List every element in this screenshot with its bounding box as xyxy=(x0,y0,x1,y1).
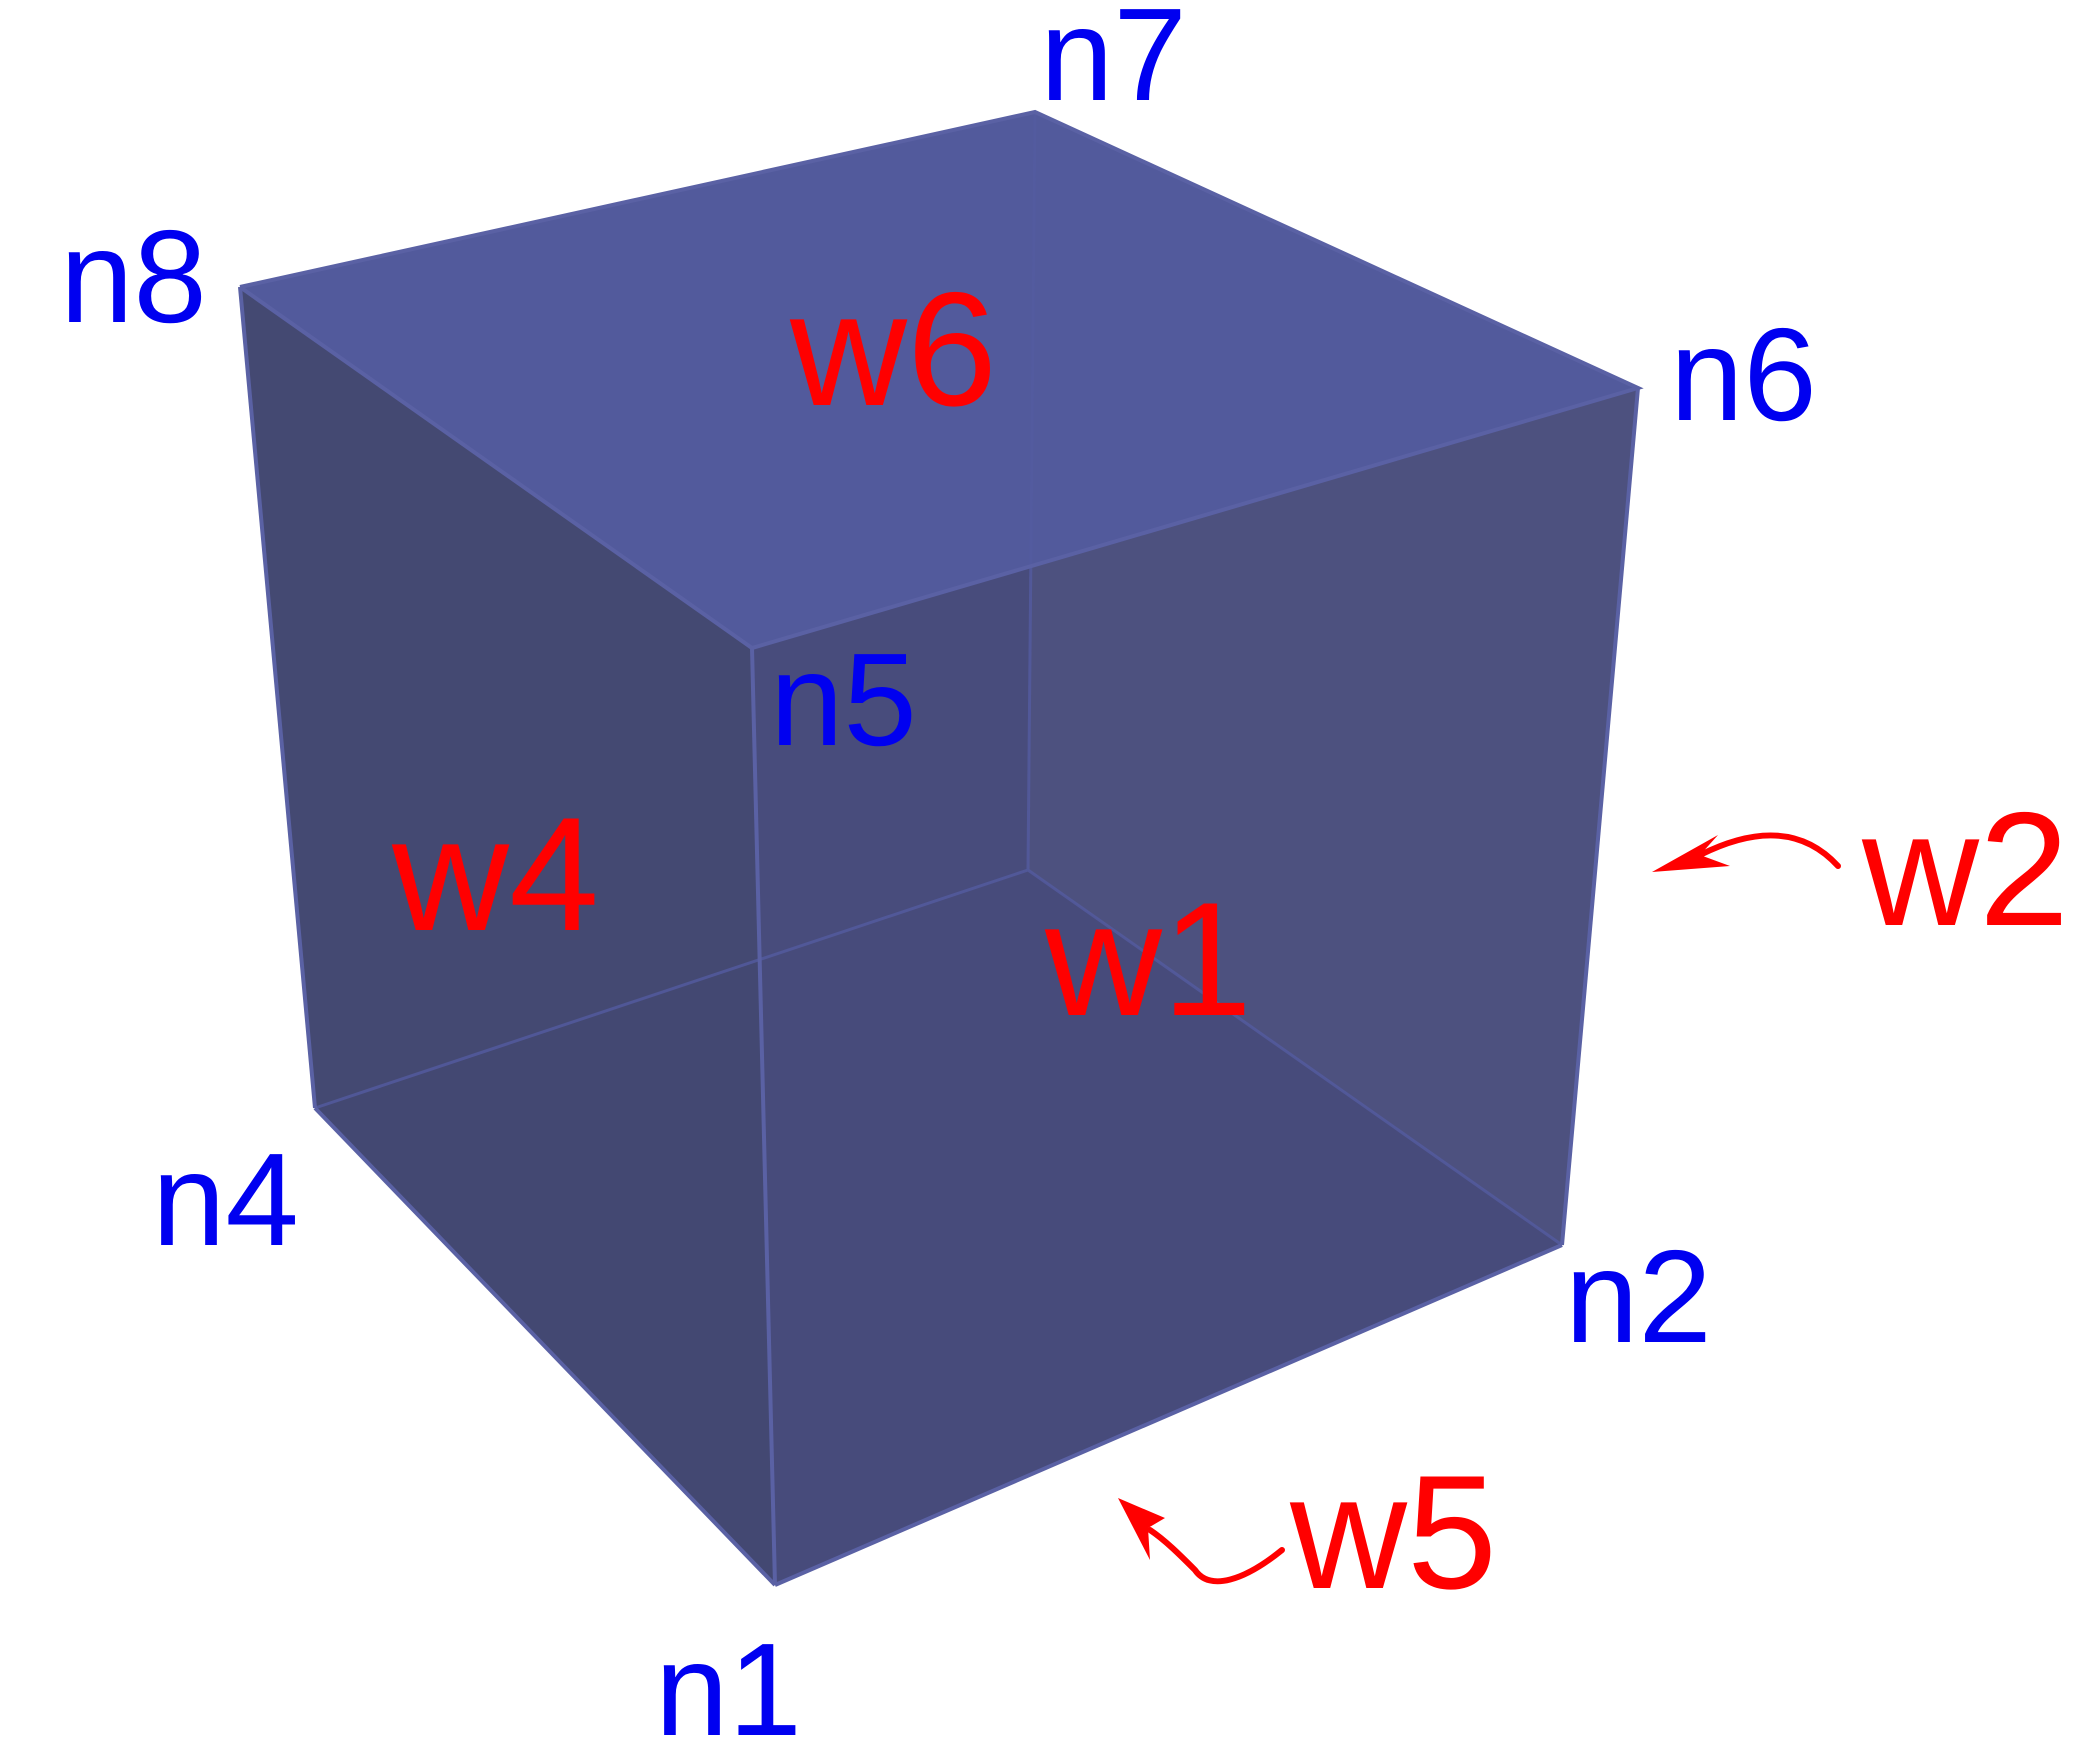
cube-face-left xyxy=(240,287,775,1585)
cube-face-top xyxy=(240,112,1638,648)
node-label-n5: n5 xyxy=(770,626,917,773)
node-label-n8: n8 xyxy=(60,203,207,350)
wall-label-w6: w6 xyxy=(789,259,997,440)
node-label-n2: n2 xyxy=(1565,1223,1712,1370)
w5-pointer-arrow-icon xyxy=(1118,1498,1285,1585)
wall-label-w2: w2 xyxy=(1861,779,2069,960)
cube-edges xyxy=(238,109,1644,1587)
node-label-n7: n7 xyxy=(1040,0,1187,128)
wall-label-w1: w1 xyxy=(1044,869,1252,1050)
wall-label-w4: w4 xyxy=(391,784,599,965)
cube-hidden-edges xyxy=(314,111,1563,1247)
w2-pointer-arrow-icon xyxy=(1652,832,1841,872)
node-label-n4: n4 xyxy=(152,1126,299,1273)
node-label-n6: n6 xyxy=(1670,301,1817,448)
wall-label-w5: w5 xyxy=(1289,1442,1497,1623)
node-label-n1: n1 xyxy=(655,1616,802,1737)
